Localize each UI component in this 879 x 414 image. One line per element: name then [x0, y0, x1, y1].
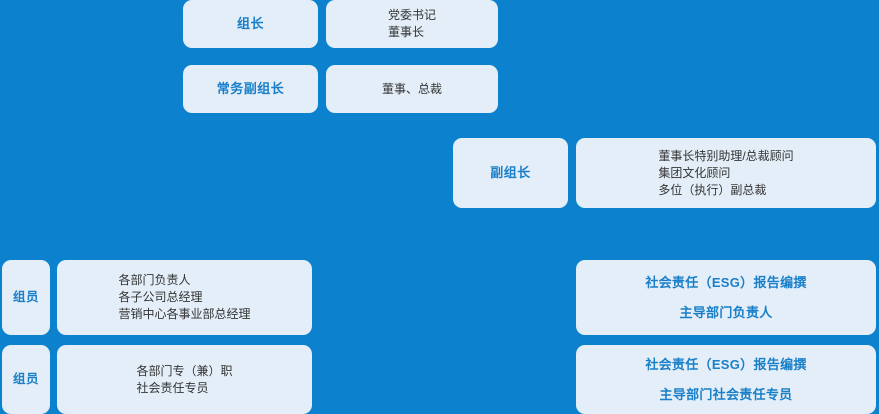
- role-label-vice-leader: 副组长: [490, 164, 531, 180]
- esg-card-lead-department-head: 社会责任（ESG）报告编撰 主导部门负责人: [576, 260, 876, 335]
- esg-line: 社会责任（ESG）报告编撰: [645, 274, 807, 290]
- detail-card-vice-leader: 董事长特别助理/总裁顾问 集团文化顾问 多位（执行）副总裁: [576, 138, 876, 208]
- role-label-member-1: 组员: [12, 289, 39, 304]
- detail-line: 多位（执行）副总裁: [658, 182, 767, 197]
- role-label-member-2: 组员: [12, 371, 39, 386]
- detail-line: 集团文化顾问: [658, 165, 731, 180]
- role-card-member-1: 组员: [2, 260, 50, 335]
- esg-line: 主导部门社会责任专员: [659, 386, 793, 402]
- role-label-standing-deputy: 常务副组长: [216, 80, 285, 96]
- role-card-member-2: 组员: [2, 345, 50, 414]
- detail-card-member-2: 各部门专（兼）职 社会责任专员: [57, 345, 312, 414]
- detail-line: 董事、总裁: [381, 81, 442, 96]
- detail-line: 营销中心各事业部总经理: [118, 307, 251, 321]
- detail-card-leader: 党委书记 董事长: [326, 0, 498, 48]
- detail-list-leader: 党委书记 董事长: [388, 7, 436, 41]
- detail-line: 各子公司总经理: [118, 290, 203, 304]
- detail-line: 董事长: [387, 25, 424, 39]
- esg-line: 主导部门负责人: [679, 304, 773, 320]
- detail-line: 党委书记: [387, 8, 436, 22]
- detail-line: 董事长特别助理/总裁顾问: [658, 148, 794, 163]
- detail-list-vice-leader: 董事长特别助理/总裁顾问 集团文化顾问 多位（执行）副总裁: [658, 148, 793, 199]
- detail-line: 各部门负责人: [118, 273, 191, 287]
- detail-card-standing-deputy: 董事、总裁: [326, 65, 498, 113]
- esg-card-lead-department-officer: 社会责任（ESG）报告编撰 主导部门社会责任专员: [576, 345, 876, 414]
- detail-list-standing-deputy: 董事、总裁: [382, 81, 442, 98]
- role-label-leader: 组长: [236, 15, 264, 31]
- detail-line: 社会责任专员: [136, 380, 209, 395]
- detail-list-member-1: 各部门负责人 各子公司总经理 营销中心各事业部总经理: [118, 272, 250, 323]
- esg-text-block-2: 社会责任（ESG）报告编撰 主导部门社会责任专员: [645, 350, 806, 410]
- role-card-vice-leader: 副组长: [453, 138, 568, 208]
- esg-line: 社会责任（ESG）报告编撰: [645, 356, 807, 372]
- esg-text-block-1: 社会责任（ESG）报告编撰 主导部门负责人: [645, 268, 806, 328]
- role-card-standing-deputy: 常务副组长: [183, 65, 318, 113]
- detail-list-member-2: 各部门专（兼）职 社会责任专员: [136, 363, 232, 397]
- detail-card-member-1: 各部门负责人 各子公司总经理 营销中心各事业部总经理: [57, 260, 312, 335]
- role-card-leader: 组长: [183, 0, 318, 48]
- detail-line: 各部门专（兼）职: [136, 363, 233, 378]
